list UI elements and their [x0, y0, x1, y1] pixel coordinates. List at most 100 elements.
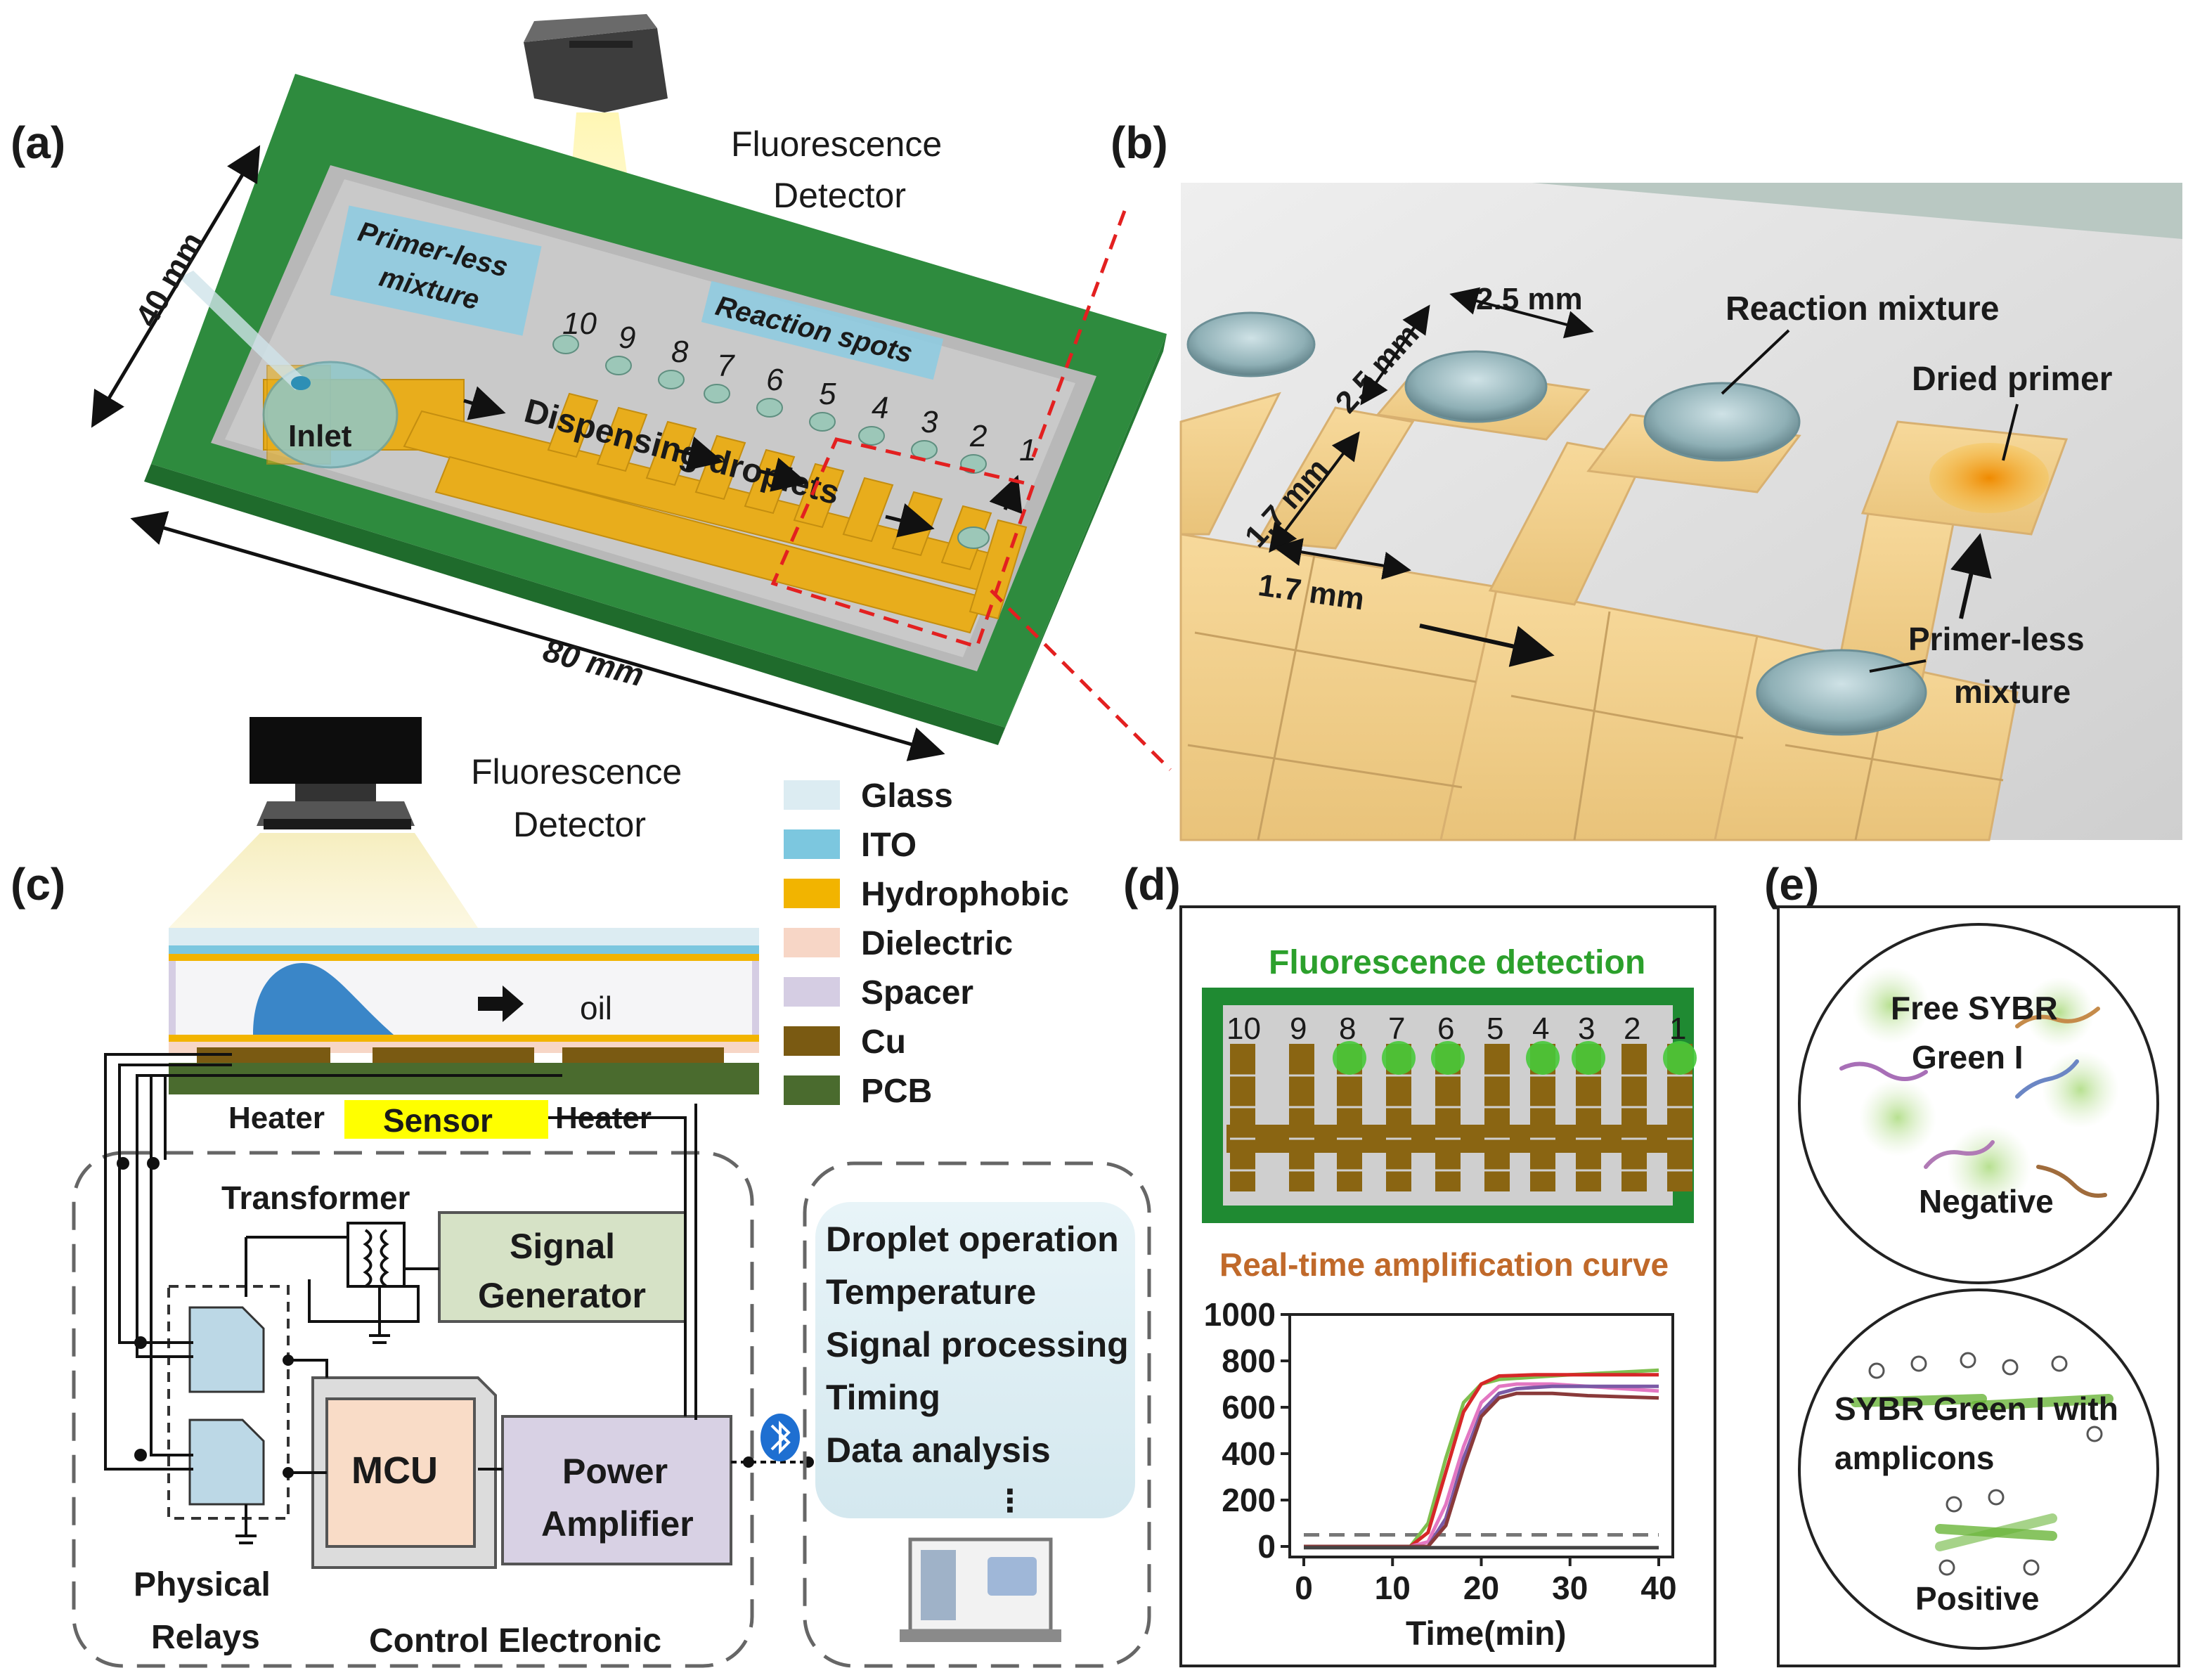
svg-text:4: 4: [1532, 1012, 1549, 1046]
svg-text:8: 8: [671, 335, 689, 369]
oil-arrow: [478, 986, 524, 1022]
svg-text:Cu: Cu: [861, 1023, 906, 1061]
primer-less-pointer-b: [1869, 659, 1927, 673]
panel-d: (d) Fluorescence detection 10 9 8 7 6 5 …: [1123, 859, 1716, 1667]
control-electronic-label: Control Electronic: [369, 1622, 661, 1660]
svg-text:Hydrophobic: Hydrophobic: [861, 876, 1069, 913]
y-tick-label: 1000: [1204, 1296, 1276, 1333]
inlet-label: Inlet: [288, 419, 352, 453]
software-list: Droplet operation Temperature Signal pro…: [826, 1220, 1129, 1470]
lit-spot: [1663, 1041, 1697, 1075]
power-amplifier-line2: Amplifier: [541, 1504, 694, 1544]
svg-text:8: 8: [1339, 1012, 1356, 1046]
dried-primer-spot: [1929, 443, 2049, 513]
panel-e: (e) Free SYBR Green I Negative: [1764, 859, 2180, 1667]
heater-left-label: Heater: [228, 1101, 325, 1135]
svg-text:7: 7: [717, 349, 735, 383]
chip-electrode-column: [1621, 1044, 1647, 1191]
panel-c: (c) Fluorescence Detector: [11, 717, 1151, 1668]
svg-text:PCB: PCB: [861, 1073, 932, 1110]
svg-text:3: 3: [1578, 1012, 1595, 1046]
detector-label-a-line2: Detector: [773, 176, 906, 215]
dim-label-80mm: 80 mm: [540, 631, 648, 693]
dim-arrows-b: [1269, 287, 1594, 580]
svg-text:1: 1: [1019, 433, 1036, 467]
panel-a: (a) Fluorescence Detector: [11, 14, 1172, 771]
sensor-label: Sensor: [383, 1102, 493, 1139]
svg-text:3: 3: [921, 405, 938, 439]
svg-text:Data analysis: Data analysis: [826, 1430, 1051, 1470]
chip-electrode-column: [1230, 1044, 1255, 1191]
negative-glows: [1852, 967, 2119, 1209]
svg-text:Dielectric: Dielectric: [861, 925, 1013, 962]
positive-circle: [1798, 1288, 2159, 1650]
dim-arrow-40mm: [91, 145, 261, 428]
laptop-icon: [900, 1537, 1061, 1642]
chip-electrode-column: [1289, 1044, 1314, 1191]
x-tick-label: 30: [1552, 1570, 1588, 1606]
relays-dashed-box: [167, 1285, 290, 1520]
svg-text:1: 1: [1669, 1012, 1686, 1046]
primer-less-label-b-line1: Primer-less: [1908, 621, 2085, 657]
svg-text:2: 2: [969, 419, 987, 453]
relays-label-line2: Relays: [151, 1619, 260, 1656]
dried-primer-pointer: [2002, 403, 2019, 461]
amplification-curve-title: Real-time amplification curve: [1219, 1246, 1669, 1283]
svg-text:2: 2: [1624, 1012, 1640, 1046]
fluorescence-detector-c: [169, 717, 478, 928]
software-panel-bg: [815, 1202, 1135, 1518]
power-amplifier-block: [501, 1415, 732, 1565]
svg-text:6: 6: [766, 363, 784, 397]
dim-arrow-80mm: [130, 511, 945, 761]
transformer-symbol: [347, 1222, 406, 1288]
detector-label-c-line1: Fluorescence: [471, 752, 682, 791]
chart-xlabel: Time(min): [1406, 1615, 1566, 1653]
panel-label-c: (c): [11, 859, 65, 910]
primer-less-box: [330, 205, 542, 336]
svg-text:5: 5: [1487, 1012, 1503, 1046]
bluetooth-icon: [760, 1414, 800, 1461]
sybr-amplicons-line2: amplicons: [1834, 1440, 1995, 1476]
lit-spot: [1526, 1041, 1560, 1075]
svg-text:Timing: Timing: [826, 1378, 940, 1417]
chip-numbers-d: 10 9 8 7 6 5 4 3 2 1: [1226, 1012, 1686, 1046]
chip-electrodes-d: [1226, 1041, 1697, 1191]
amplicon-nodes: [1868, 1352, 2103, 1576]
svg-text:Spacer: Spacer: [861, 974, 973, 1012]
reaction-spots-box: [701, 280, 944, 380]
signal-generator-line2: Generator: [478, 1276, 646, 1315]
svg-text:10: 10: [562, 306, 597, 341]
reaction-mixture-pointer: [1721, 329, 1790, 395]
svg-text:Droplet operation: Droplet operation: [826, 1220, 1119, 1259]
panel-label-a: (a): [11, 117, 65, 168]
sybr-amplicons-line1: SYBR Green I with: [1834, 1390, 2118, 1427]
negative-label: Negative: [1919, 1183, 2054, 1220]
amplicon-complexes: [1851, 1394, 2113, 1551]
relays-label-line1: Physical: [134, 1566, 271, 1603]
layer-legend: Glass ITO Hydrophobic Dielectric Spacer …: [784, 777, 1069, 1110]
chip-cross-section: [169, 928, 759, 1094]
svg-text:9: 9: [1290, 1012, 1307, 1046]
panel-label-b: (b): [1111, 117, 1168, 168]
software-ellipsis: ⋮: [995, 1484, 1025, 1518]
svg-text:7: 7: [1388, 1012, 1405, 1046]
svg-text:5: 5: [819, 377, 836, 411]
dried-primer-label: Dried primer: [1912, 361, 2112, 398]
mcu-block: [311, 1376, 497, 1569]
y-tick-label: 800: [1222, 1343, 1276, 1379]
y-tick-label: 0: [1257, 1528, 1276, 1565]
svg-text:9: 9: [619, 321, 635, 355]
mcu-label: MCU: [351, 1449, 438, 1492]
power-amplifier-line1: Power: [562, 1452, 668, 1491]
svg-text:Temperature: Temperature: [826, 1272, 1036, 1312]
positive-label: Positive: [1915, 1580, 2039, 1617]
zoom-line-bottom: [990, 589, 1172, 771]
sensor-block: [344, 1100, 548, 1139]
svg-text:Glass: Glass: [861, 777, 953, 815]
zoom-line-top: [1031, 210, 1127, 458]
droplets-b: [1186, 311, 1927, 736]
wire-junctions: [117, 1157, 814, 1478]
fluorescence-detection-title: Fluorescence detection: [1269, 944, 1645, 981]
